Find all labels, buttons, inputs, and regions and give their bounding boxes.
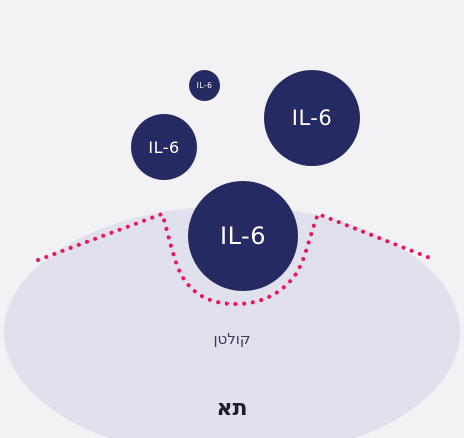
receptor-label: קולטן — [213, 330, 251, 348]
il6-molecule-small: IL-6 — [189, 70, 220, 101]
il6-molecule-medium: IL-6 — [131, 114, 197, 180]
cell-label: תא — [216, 396, 248, 421]
cell-body — [4, 206, 460, 438]
cell-membrane-dotted-line — [36, 211, 432, 307]
il6-molecule-bound: IL-6 — [188, 181, 298, 291]
il6-molecule-large: IL-6 — [264, 70, 360, 166]
